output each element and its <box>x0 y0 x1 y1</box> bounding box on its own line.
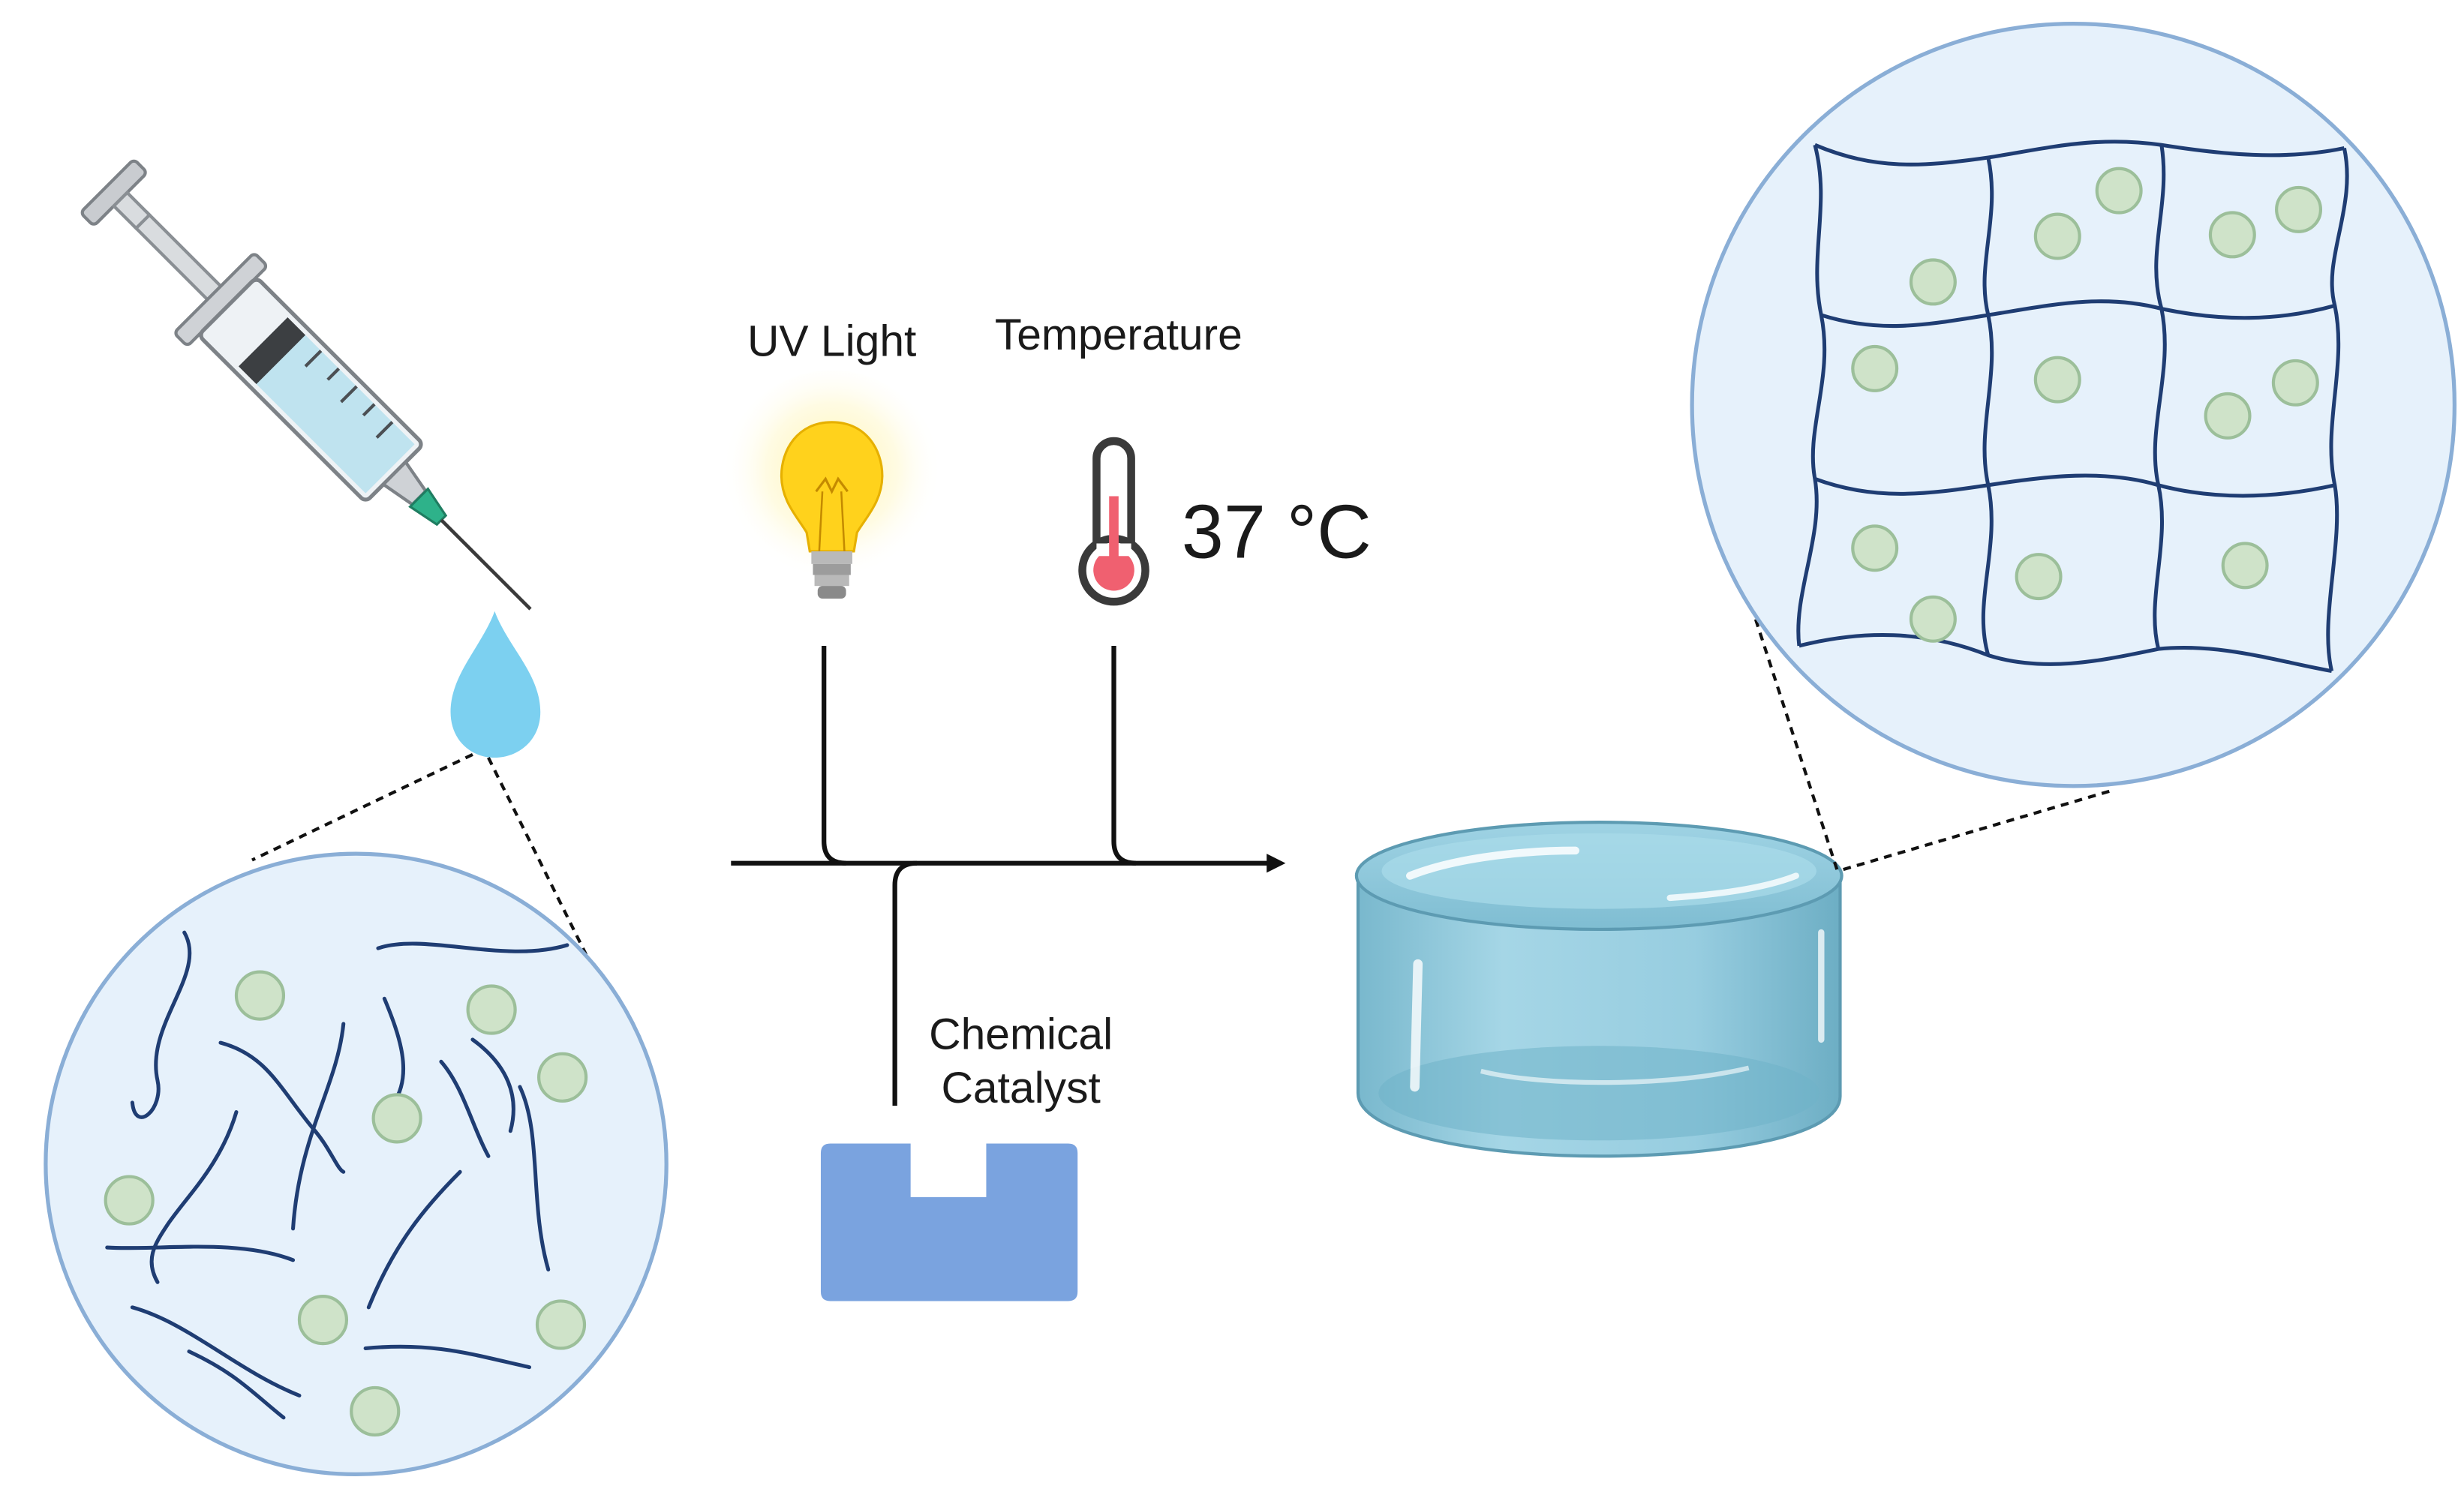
uv-light-label: UV Light <box>747 317 916 366</box>
crosslinked-zoom-circle <box>1690 21 2457 788</box>
polymer-strands <box>105 930 569 1420</box>
hydrogel-disc-icon <box>1354 821 1843 1158</box>
cells <box>1851 167 2323 643</box>
droplet-icon <box>450 611 541 758</box>
temperature-label: Temperature <box>995 311 1243 359</box>
cells <box>104 970 588 1437</box>
zoom-guide-line <box>1753 617 1839 870</box>
precursor-zoom-circle <box>44 851 669 1477</box>
light-bulb-icon <box>721 370 942 599</box>
temperature-value: 37 °C <box>1182 490 1372 574</box>
catalyst-block-icon <box>820 1143 1078 1301</box>
chemical-label-line2: Catalyst <box>941 1064 1100 1112</box>
zoom-guide-line <box>1843 789 2112 872</box>
network-mesh <box>1796 140 2349 674</box>
thermometer-icon <box>1078 437 1149 606</box>
chemical-label-line1: Chemical <box>929 1010 1113 1059</box>
syringe-icon <box>80 159 532 611</box>
zoom-guide-line <box>251 752 473 862</box>
